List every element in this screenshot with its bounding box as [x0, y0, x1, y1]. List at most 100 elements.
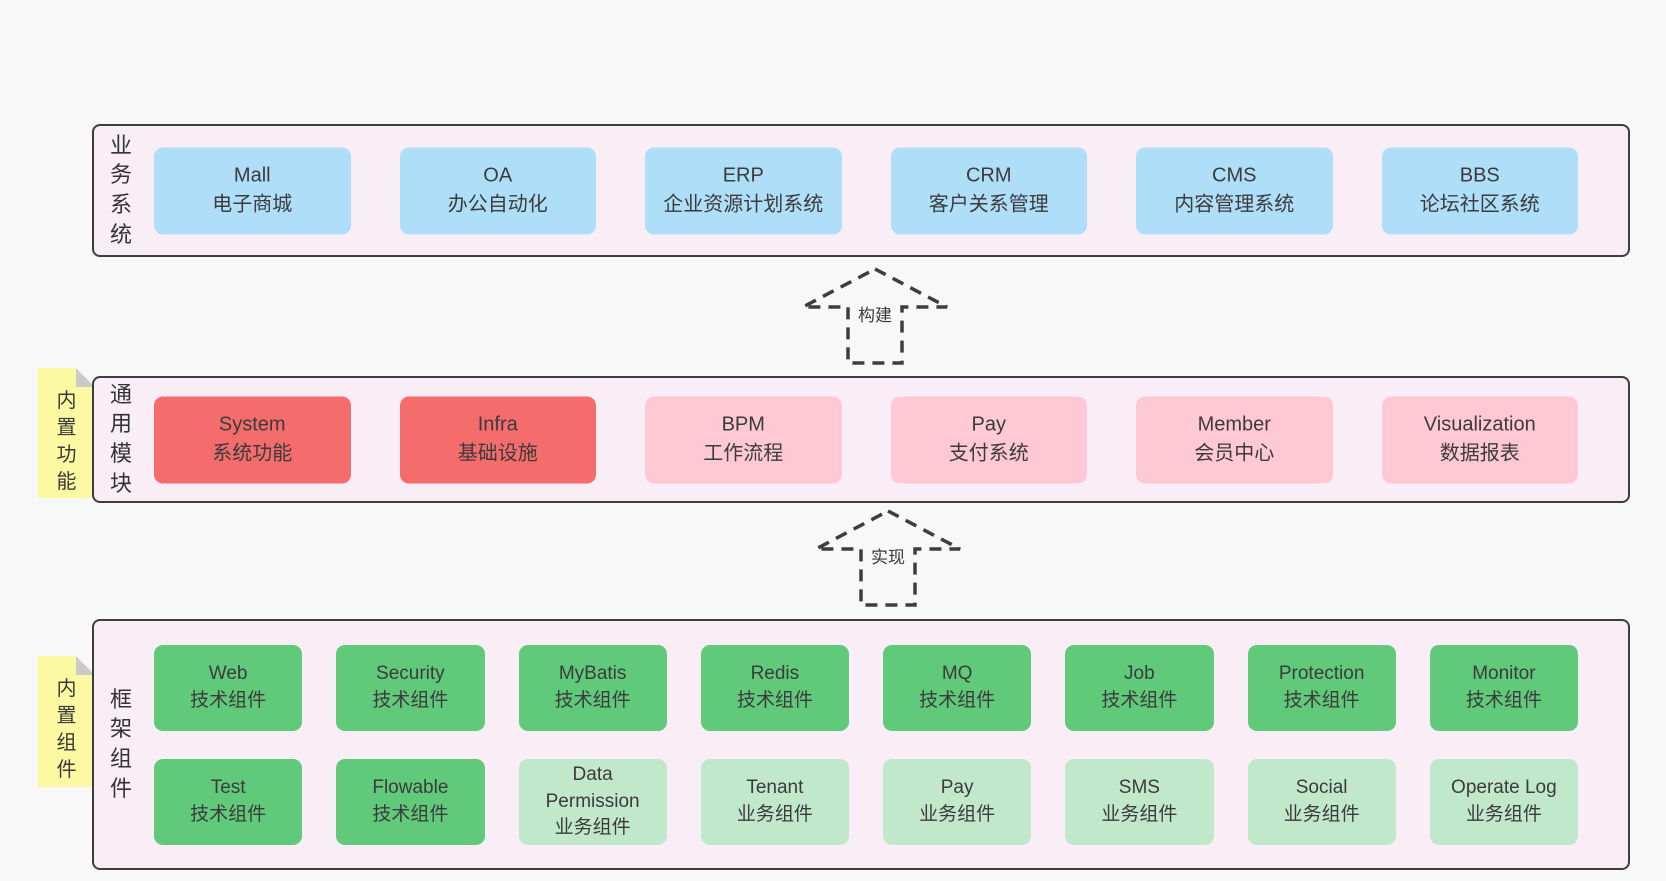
box-name: Pay [940, 777, 974, 799]
box-redis: Redis 技术组件 [700, 645, 849, 731]
box-name: Tenant [746, 777, 804, 799]
band-label-framework-components: 框架组件 [109, 686, 132, 802]
box-test: Test 技术组件 [154, 759, 303, 845]
box-erp: ERP 企业资源计划系统 [645, 147, 842, 234]
band-framework-components: 框架组件 Web 技术组件 Security 技术组件 MyBatis 技术组件… [92, 619, 1630, 870]
arrow-implement: 实现 [813, 508, 963, 608]
box-name: ERP [722, 164, 764, 187]
box-oa: OA 办公自动化 [399, 147, 596, 234]
box-pay-module: Pay 支付系统 [890, 396, 1087, 483]
box-desc: 业务组件 [1101, 804, 1178, 825]
arrow-build: 构建 [800, 266, 950, 366]
box-name: Visualization [1423, 413, 1536, 436]
box-sms: SMS 业务组件 [1065, 759, 1214, 845]
box-name: Member [1197, 413, 1271, 436]
box-desc: 技术组件 [736, 690, 813, 711]
box-desc: 技术组件 [190, 690, 267, 711]
box-name: SMS [1118, 777, 1160, 799]
box-tenant: Tenant 业务组件 [700, 759, 849, 845]
box-desc: 业务组件 [1283, 804, 1360, 825]
box-name: Security [376, 663, 445, 685]
box-desc: 客户关系管理 [928, 193, 1049, 216]
box-desc: 基础设施 [457, 442, 538, 465]
box-desc: 技术组件 [1283, 690, 1360, 711]
box-monitor: Monitor 技术组件 [1429, 645, 1578, 731]
box-desc: 技术组件 [1101, 690, 1178, 711]
box-desc: 技术组件 [1465, 690, 1542, 711]
box-member: Member 会员中心 [1136, 396, 1333, 483]
box-desc: 工作流程 [703, 442, 784, 465]
box-flowable: Flowable 技术组件 [336, 759, 485, 845]
box-mq: MQ 技术组件 [883, 645, 1032, 731]
band-common-modules: 通用模块 System 系统功能 Infra 基础设施 BPM 工作流程 Pay… [92, 376, 1630, 503]
box-data-permission: Data Permission 业务组件 [518, 759, 667, 845]
arrow-build-label: 构建 [855, 300, 895, 327]
box-desc: 内容管理系统 [1174, 193, 1295, 216]
band-business-systems: 业务系统 Mall 电子商城 OA 办公自动化 ERP 企业资源计划系统 CRM… [92, 124, 1630, 257]
box-crm: CRM 客户关系管理 [890, 147, 1087, 234]
box-desc: 企业资源计划系统 [663, 193, 824, 216]
box-desc: 技术组件 [554, 690, 631, 711]
sticky-note-built-in-features: 内置功能 [38, 368, 95, 498]
business-box-grid: Mall 电子商城 OA 办公自动化 ERP 企业资源计划系统 CRM 客户关系… [154, 147, 1578, 234]
sticky-note-built-in-components: 内置组件 [38, 656, 95, 787]
box-bbs: BBS 论坛社区系统 [1381, 147, 1578, 234]
box-bpm: BPM 工作流程 [645, 396, 842, 483]
box-name: Operate Log [1451, 777, 1557, 799]
box-name: Social [1295, 777, 1348, 799]
box-name: Protection [1278, 663, 1365, 685]
box-name: CMS [1212, 164, 1257, 187]
box-name: System [218, 413, 286, 436]
box-name: Monitor [1472, 663, 1536, 685]
box-infra: Infra 基础设施 [399, 396, 596, 483]
box-desc: 系统功能 [212, 442, 293, 465]
box-name: MyBatis [558, 663, 627, 685]
box-desc: 技术组件 [190, 804, 267, 825]
sticky-note-label: 内置组件 [56, 678, 77, 781]
box-pay-component: Pay 业务组件 [883, 759, 1032, 845]
box-desc: 技术组件 [919, 690, 996, 711]
box-operate-log: Operate Log 业务组件 [1429, 759, 1578, 845]
box-name: Pay [971, 413, 1006, 436]
box-name: Test [210, 777, 246, 799]
box-desc: 办公自动化 [447, 193, 548, 216]
box-mall: Mall 电子商城 [154, 147, 351, 234]
box-system: System 系统功能 [154, 396, 351, 483]
box-name: Data Permission [545, 764, 640, 812]
dashed-up-arrow-icon [815, 509, 961, 607]
module-box-grid: System 系统功能 Infra 基础设施 BPM 工作流程 Pay 支付系统… [154, 396, 1578, 483]
component-box-rows: Web 技术组件 Security 技术组件 MyBatis 技术组件 Redi… [154, 645, 1578, 845]
box-security: Security 技术组件 [336, 645, 485, 731]
box-desc: 论坛社区系统 [1419, 193, 1540, 216]
box-name: BPM [721, 413, 765, 436]
box-name: Infra [477, 413, 518, 436]
band-label-business-systems: 业务系统 [109, 132, 132, 248]
box-desc: 技术组件 [372, 690, 449, 711]
box-name: Redis [750, 663, 800, 685]
box-name: Mall [233, 164, 271, 187]
dashed-up-arrow-icon [802, 267, 948, 365]
box-name: Web [208, 663, 248, 685]
box-name: BBS [1459, 164, 1500, 187]
box-cms: CMS 内容管理系统 [1136, 147, 1333, 234]
box-visualization: Visualization 数据报表 [1381, 396, 1578, 483]
box-name: Job [1124, 663, 1155, 685]
arrow-implement-label: 实现 [868, 542, 908, 569]
box-desc: 数据报表 [1439, 442, 1520, 465]
box-name: OA [483, 164, 513, 187]
box-desc: 技术组件 [372, 804, 449, 825]
box-desc: 业务组件 [554, 817, 631, 839]
box-name: MQ [941, 663, 973, 685]
box-desc: 业务组件 [1465, 804, 1542, 825]
band-label-common-modules: 通用模块 [109, 381, 132, 497]
box-name: Flowable [372, 777, 449, 799]
component-row-1: Web 技术组件 Security 技术组件 MyBatis 技术组件 Redi… [154, 645, 1578, 731]
box-protection: Protection 技术组件 [1247, 645, 1396, 731]
box-name: CRM [965, 164, 1012, 187]
box-desc: 支付系统 [948, 442, 1029, 465]
box-social: Social 业务组件 [1247, 759, 1396, 845]
box-web: Web 技术组件 [154, 645, 303, 731]
box-job: Job 技术组件 [1065, 645, 1214, 731]
component-row-2: Test 技术组件 Flowable 技术组件 Data Permission … [154, 759, 1578, 845]
